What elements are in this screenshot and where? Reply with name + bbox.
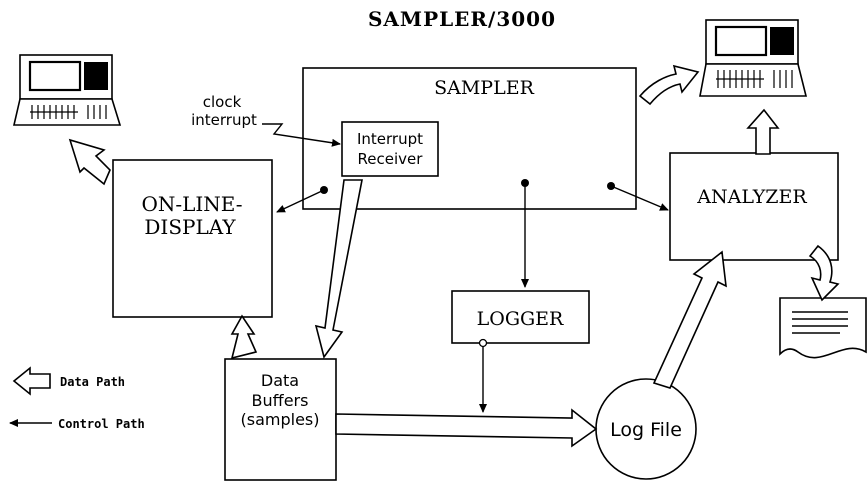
logger-label: LOGGER [477,308,564,330]
clock-interrupt-arrow [262,123,341,147]
online-display-label-line2: DISPLAY [144,215,236,239]
interrupt-receiver-label-line2: Receiver [358,150,424,168]
diagram-title: SAMPLER/3000 [368,7,556,31]
terminal-icon [699,19,808,97]
clock-interrupt-label-line1: clock [203,93,242,111]
printed-report-icon [779,297,867,359]
legend-control-path-label: Control Path [58,417,145,431]
online-display-box [112,159,273,318]
legend: Data Path Control Path [9,366,145,431]
data-path-logfile-to-analyzer [652,250,727,389]
legend-data-path-label: Data Path [60,375,125,389]
control-path-sampler-to-display [276,186,328,213]
data-buffers-label-line2: Buffers [252,391,309,410]
data-buffers-box [224,358,337,481]
clock-interrupt-label-line2: interrupt [191,111,257,129]
data-path-analyzer-to-terminal [746,108,780,155]
sampler-label: SAMPLER [434,77,534,99]
legend-data-path-symbol [12,366,51,396]
data-buffers-label-line1: Data [261,371,299,390]
data-path-display-to-terminal [68,138,111,186]
analyzer-box [669,152,839,261]
analyzer-label: ANALYZER [696,186,807,208]
log-file-label: Log File [610,419,682,441]
terminal-icon [12,54,122,126]
interrupt-receiver-label-line1: Interrupt [357,130,423,148]
data-path-analyzer-to-report [808,244,840,302]
control-path-sampler-to-logger [521,179,529,288]
logger-box [451,290,590,344]
data-path-sampler-to-terminal [638,64,700,106]
control-path-sampler-to-analyzer [607,182,669,211]
control-path-logger-to-datapath [478,338,488,413]
online-display-label-line1: ON-LINE- [141,192,242,216]
interrupt-receiver-box [341,121,439,177]
data-path-receiver-to-buffers [314,179,363,359]
data-buffers-label-line3: (samples) [241,410,320,429]
data-path-buffers-to-display [230,314,258,360]
data-path-buffers-to-logfile [335,408,598,448]
